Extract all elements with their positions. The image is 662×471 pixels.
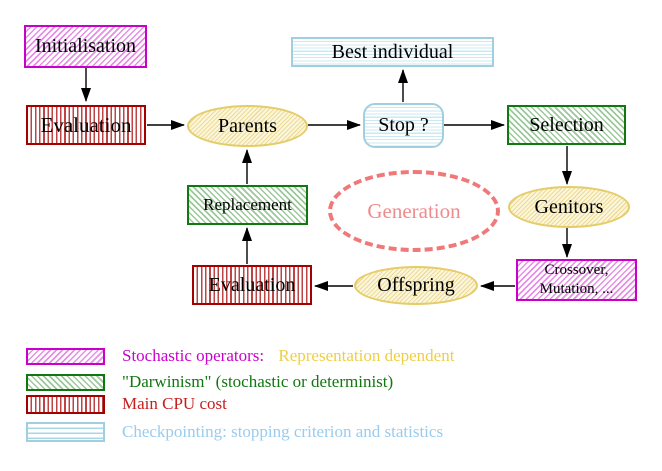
node-evaluation-bottom-label: Evaluation <box>208 273 296 296</box>
legend-swatch-magenta-hatch <box>26 347 105 365</box>
legend-row-stochastic-operators: Stochastic operators: Representation dep… <box>26 346 454 366</box>
node-evaluation-top-label: Evaluation <box>40 112 132 137</box>
node-initialisation: Initialisation <box>24 25 147 68</box>
node-best-individual-label: Best individual <box>331 40 454 63</box>
node-crossover-line1: Crossover, <box>544 262 609 279</box>
node-initialisation-label: Initialisation <box>34 35 137 57</box>
legend-row-main-cpu-cost: Main CPU cost <box>26 394 227 414</box>
node-offspring-label: Offspring <box>377 274 455 296</box>
legend-row-darwinism: "Darwinism" (stochastic or determinist) <box>26 372 393 392</box>
node-crossover-line2: Mutation, ... <box>539 281 614 297</box>
node-stop-label: Stop ? <box>378 114 429 136</box>
node-selection-label: Selection <box>529 113 604 136</box>
legend-label-checkpointing: Checkpointing: stopping criterion and st… <box>122 422 444 441</box>
node-selection: Selection <box>507 105 626 145</box>
node-parents: Parents <box>187 105 308 147</box>
node-evaluation-bottom: Evaluation <box>192 265 312 305</box>
legend-label-darwinism: "Darwinism" (stochastic or determinist) <box>122 372 394 391</box>
node-stop-decision: Stop ? <box>363 103 444 148</box>
generation-loop-label: Generation <box>367 198 461 223</box>
node-replacement: Replacement <box>187 185 308 225</box>
node-evaluation-top: Evaluation <box>26 105 146 145</box>
generation-loop-ellipse: Generation <box>328 170 500 252</box>
legend-swatch-red-stripes <box>26 394 105 414</box>
legend-label-representation-dependent: Representation dependent <box>278 346 455 365</box>
legend-text-main-cpu-cost: Main CPU cost <box>122 394 227 414</box>
node-offspring: Offspring <box>354 266 478 305</box>
legend-swatch-green-hatch <box>26 373 105 391</box>
node-replacement-label: Replacement <box>203 195 292 214</box>
node-genitors-label: Genitors <box>534 195 604 218</box>
legend-text-stochastic-operators: Stochastic operators: Representation dep… <box>122 346 454 366</box>
legend-label-main-cpu-cost: Main CPU cost <box>122 394 227 413</box>
node-genitors: Genitors <box>508 186 630 228</box>
legend-swatch-cyan-stripes <box>26 422 105 442</box>
node-crossover-mutation: Crossover, Mutation, ... <box>516 259 637 301</box>
node-parents-label: Parents <box>218 114 277 137</box>
legend-label-stochastic-operators: Stochastic operators: <box>122 346 265 365</box>
legend-text-darwinism: "Darwinism" (stochastic or determinist) <box>122 372 393 392</box>
legend-text-checkpointing: Checkpointing: stopping criterion and st… <box>122 422 443 442</box>
node-best-individual: Best individual <box>291 37 494 67</box>
legend-row-checkpointing: Checkpointing: stopping criterion and st… <box>26 422 443 442</box>
